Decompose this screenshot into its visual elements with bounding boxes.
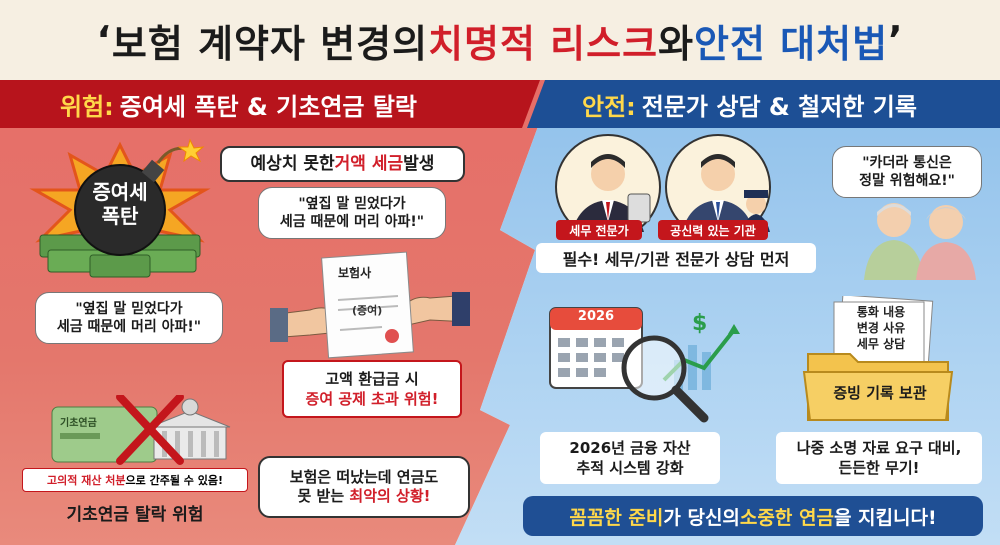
refund-line-1: 고액 환급금 시 [325,369,419,388]
bomb-icon [74,164,166,256]
worst-line-3: 최악의 상황! [349,487,431,505]
worst-line-2: 못 받는 [297,487,350,505]
tracking-system-box: 2026년 금융 자산 추적 시스템 강화 [540,432,720,484]
unexpected-tax-text-1: 예상치 못한 [250,153,335,174]
document-title: 보험사 [338,266,372,280]
danger-header: 위험: 증여세 폭탄 & 기초연금 탈락 [60,80,417,128]
bomb-label-line-2: 폭탄 [101,204,139,228]
safety-header-bar [527,80,1000,128]
future-proof-box: 나중 소명 자료 요구 대비, 든든한 무기! [776,432,982,484]
consult-first-box: 필수! 세무/기관 전문가 상담 먼저 [536,243,816,273]
pension-card-illustration [51,395,231,465]
document-gift-stamp: (증여) [352,304,383,317]
slogan-part-1: 꼼꼼한 준비 [569,506,664,529]
tracking-illustration: $ [549,307,740,423]
quote-left-line-2: 세금 때문에 머리 아파!" [56,319,202,335]
elderly-couple-icon [864,203,976,280]
rumor-line-1: "카더라 통신은 [862,154,952,171]
refund-line-2: 증여 공제 초과 위험! [305,390,439,408]
title-quote-open: ‘ [96,18,112,62]
danger-header-bar [0,80,540,128]
unexpected-tax-text-3: 발생 [403,153,435,174]
safety-header: 안전: 전문가 상담 & 철저한 기록 [582,80,917,128]
unexpected-tax-text-2: 거액 세금 [334,153,404,174]
system-line-2: 추적 시스템 강화 [576,459,684,477]
worst-case-bubble: 보험은 떠났는데 연금도 못 받는 최악의 상황! [258,456,470,518]
danger-header-text: 증여세 폭탄 & 기초연금 탈락 [119,92,417,121]
safety-header-prefix: 안전: [582,92,636,121]
slogan-part-2: 가 당신의 [663,506,740,529]
contract-document-icon [321,251,414,359]
title-part-risk: 치명적 리스크 [428,21,659,66]
slogan-banner: 꼼꼼한 준비 가 당신의 소중한 연금 을 지킵니다! [523,496,983,536]
folder-paper-line-1: 통화 내용 [856,305,906,319]
svg-text:$: $ [692,311,707,336]
government-building-icon [149,398,231,460]
pension-drop-caption: 기초연금 탈락 위험 [66,505,204,525]
tax-expert-tag: 세무 전문가 [556,220,642,240]
unexpected-tax-bubble: 예상치 못한 거액 세금 발생 [220,146,465,182]
calendar-icon [549,307,643,389]
slogan-part-4: 을 지킵니다! [833,506,937,529]
folder-label: 증빙 기록 보관 [833,384,927,402]
magnifier-icon [621,335,709,423]
quote-left-line-1: "옆집 말 믿었다가 [75,300,183,317]
contract-handover-illustration [270,251,470,359]
title-part-1: 보험 계약자 변경의 [111,21,429,66]
folder-papers-text: 통화 내용 변경 사유 세무 상담 [836,304,926,353]
refund-warning-box: 고액 환급금 시 증여 공제 초과 위험! [282,360,462,418]
evidence-folder-illustration [802,296,954,421]
bomb-money-illustration [29,138,211,278]
folder-icon [802,353,954,421]
public-agency-tag: 공신력 있는 기관 [658,220,768,240]
folder-paper-line-2: 변경 사유 [856,321,906,336]
bomb-label-line-1: 증여세 [92,180,148,204]
system-line-1: 2026년 금융 자산 [569,438,691,457]
bomb-label: 증여세 폭탄 [72,180,168,228]
calendar-year: 2026 [577,309,615,324]
title-part-safe: 안전 대처법 [694,21,889,66]
title-quote-close: ’ [888,18,904,62]
prep-line-2: 든든한 무기! [838,459,920,477]
slogan-part-3: 소중한 연금 [739,506,834,529]
cross-mark-icon [116,395,184,465]
intentional-disposal-warning: 고의적 재산 처분 으로 간주될 수 있음! [22,468,248,492]
rumor-warning-bubble: "카더라 통신은 정말 위험해요!" [832,146,982,198]
calculator-icon [627,193,651,223]
quote-top-line-1: "옆집 말 믿었다가 [298,195,406,212]
prep-line-1: 나중 소명 자료 요구 대비, [796,438,962,457]
disposal-text-1: 고의적 재산 처분 [47,474,126,487]
pension-card-label: 기초연금 [60,418,97,429]
safety-header-text: 전문가 상담 & 철저한 기록 [641,92,917,121]
title-part-3: 와 [658,21,695,66]
worst-line-1: 보험은 떠났는데 연금도 [289,467,439,486]
hand-right-icon [394,292,470,326]
rumor-line-2: 정말 위험해요!" [859,173,955,189]
neighbor-quote-bubble-left: "옆집 말 믿었다가 세금 때문에 머리 아파!" [35,292,223,344]
quote-top-line-2: 세금 때문에 머리 아파!" [279,214,425,230]
money-pile-icon [39,234,201,278]
danger-header-prefix: 위험: [60,92,114,121]
folder-paper-line-3: 세무 상담 [856,337,906,352]
disposal-text-2: 으로 간주될 수 있음! [125,474,223,487]
neighbor-quote-bubble-top: "옆집 말 믿었다가 세금 때문에 머리 아파!" [258,187,446,239]
page-title: ‘ 보험 계약자 변경의 치명적 리스크 와 안전 대처법 ’ [0,0,1000,80]
